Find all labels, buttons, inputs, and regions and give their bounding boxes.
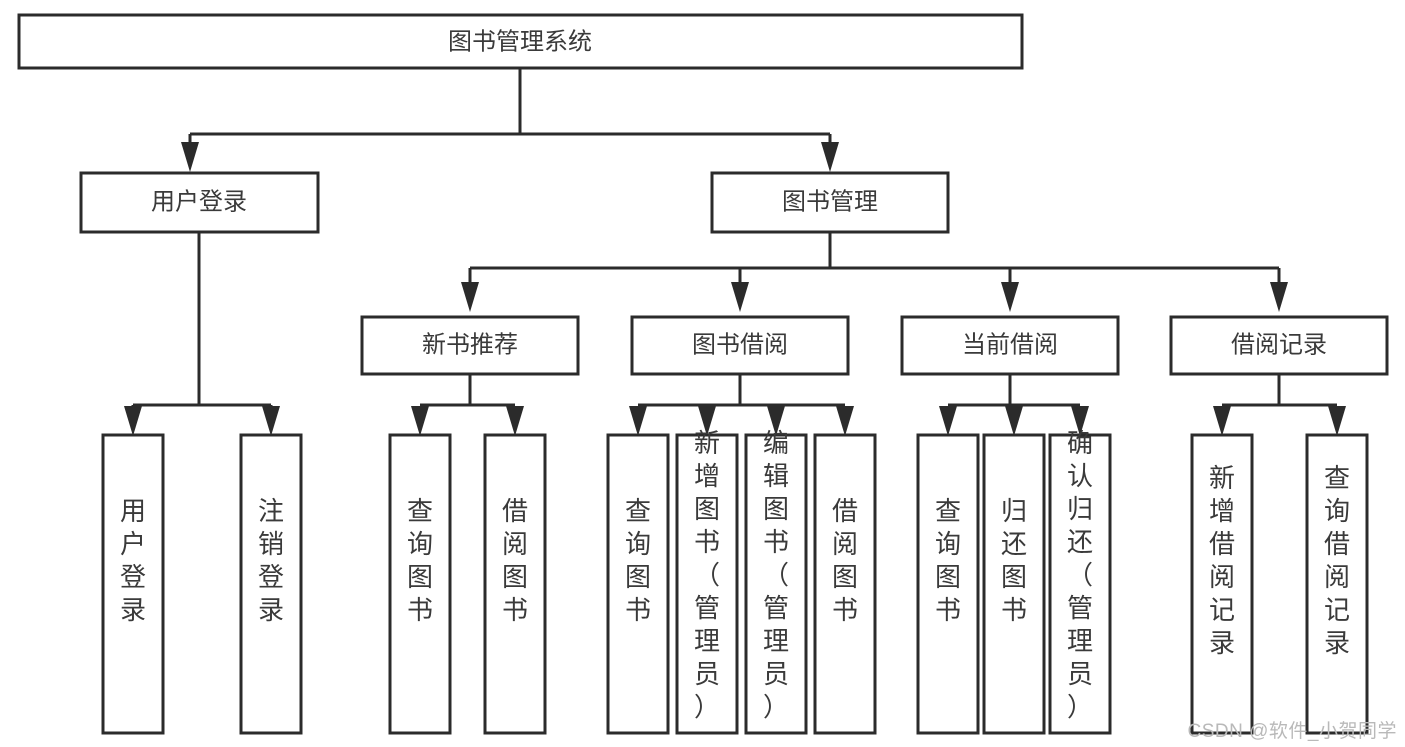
node-leaf-bb-edit-book-box[interactable] (744, 433, 808, 735)
node-leaf-user-login-label: 用户登录 (120, 496, 146, 625)
arrow-bm-to-new-book (461, 282, 479, 312)
node-leaf-cb-confirm-return-label: 确认归还（管理员） (1067, 428, 1093, 722)
node-borrow-record-box[interactable] (1169, 315, 1389, 376)
node-leaf-rec-borrow-book[interactable]: 借阅图书 (483, 433, 547, 735)
connector-group-book-manage (461, 232, 1288, 312)
connector-group-user-login (124, 232, 280, 436)
node-borrow-record[interactable]: 借阅记录 (1169, 315, 1389, 376)
node-leaf-bb-add-book[interactable]: 新增图书（管理员） (675, 428, 739, 735)
node-current-borrow-box[interactable] (900, 315, 1120, 376)
node-leaf-bb-add-book-label: 新增图书（管理员） (694, 428, 720, 722)
arrow-ul-to-leaf-1 (124, 406, 142, 436)
node-root[interactable]: 图书管理系统 (17, 13, 1024, 70)
node-leaf-cb-query-book[interactable]: 查询图书 (916, 433, 980, 735)
node-leaf-logout-box[interactable] (239, 433, 303, 735)
connector-group-book-borrow (629, 374, 854, 436)
node-book-manage[interactable]: 图书管理 (710, 171, 950, 234)
arrow-bb-to-leaf-4 (836, 406, 854, 436)
node-leaf-user-login[interactable]: 用户登录 (101, 433, 165, 735)
node-leaf-rec-borrow-book-label: 借阅图书 (502, 496, 528, 625)
node-root-box[interactable] (17, 13, 1024, 70)
node-leaf-cb-return-book-box[interactable] (982, 433, 1046, 735)
arrow-bm-to-borrow-record (1270, 282, 1288, 312)
node-leaf-bb-add-book-box[interactable] (675, 433, 739, 735)
arrow-nb-to-leaf-2 (506, 406, 524, 436)
node-leaf-bb-query-book[interactable]: 查询图书 (606, 433, 670, 735)
node-leaf-br-query-record-label: 查询借阅记录 (1324, 463, 1350, 658)
node-book-borrow-label: 图书借阅 (692, 331, 788, 358)
node-root-label: 图书管理系统 (448, 28, 592, 55)
arrow-ul-to-leaf-2 (262, 406, 280, 436)
node-user-login-label: 用户登录 (151, 188, 247, 215)
arrow-root-to-user-login (181, 142, 199, 172)
node-book-manage-box[interactable] (710, 171, 950, 234)
node-leaf-bb-edit-book-label: 编辑图书（管理员） (763, 428, 789, 722)
node-leaf-cb-return-book[interactable]: 归还图书 (982, 433, 1046, 735)
node-leaf-rec-query-book[interactable]: 查询图书 (388, 433, 452, 735)
arrow-bm-to-book-borrow (731, 282, 749, 312)
arrow-br-to-leaf-1 (1213, 406, 1231, 436)
node-leaf-cb-confirm-return-box[interactable] (1048, 433, 1112, 735)
node-new-book-rec-label: 新书推荐 (422, 331, 518, 358)
node-leaf-bb-borrow-book-label: 借阅图书 (832, 496, 858, 625)
connector-group-current-borrow (939, 374, 1089, 436)
arrow-bb-to-leaf-1 (629, 406, 647, 436)
connector-group-new-book-rec (411, 374, 524, 436)
node-leaf-br-add-record[interactable]: 新增借阅记录 (1190, 433, 1254, 735)
node-user-login-box[interactable] (79, 171, 320, 234)
node-leaf-rec-query-book-box[interactable] (388, 433, 452, 735)
node-leaf-user-login-box[interactable] (101, 433, 165, 735)
node-leaf-cb-query-book-box[interactable] (916, 433, 980, 735)
node-leaf-logout[interactable]: 注销登录 (239, 433, 303, 735)
node-new-book-rec[interactable]: 新书推荐 (360, 315, 580, 376)
node-leaf-rec-query-book-label: 查询图书 (407, 496, 433, 625)
node-leaf-bb-edit-book[interactable]: 编辑图书（管理员） (744, 428, 808, 735)
node-leaf-bb-borrow-book-box[interactable] (813, 433, 877, 735)
node-leaf-bb-query-book-label: 查询图书 (625, 496, 651, 625)
node-leaf-br-add-record-box[interactable] (1190, 433, 1254, 735)
node-leaf-cb-confirm-return[interactable]: 确认归还（管理员） (1048, 428, 1112, 735)
arrow-cb-to-leaf-2 (1005, 406, 1023, 436)
node-leaf-br-query-record[interactable]: 查询借阅记录 (1305, 433, 1369, 735)
node-leaf-rec-borrow-book-box[interactable] (483, 433, 547, 735)
node-book-manage-label: 图书管理 (782, 188, 878, 215)
connector-group-borrow-record (1213, 374, 1346, 436)
node-leaf-br-add-record-label: 新增借阅记录 (1209, 463, 1235, 658)
arrow-bm-to-current-borrow (1001, 282, 1019, 312)
node-book-borrow-box[interactable] (630, 315, 850, 376)
node-book-borrow[interactable]: 图书借阅 (630, 315, 850, 376)
arrow-nb-to-leaf-1 (411, 406, 429, 436)
node-current-borrow[interactable]: 当前借阅 (900, 315, 1120, 376)
node-leaf-bb-borrow-book[interactable]: 借阅图书 (813, 433, 877, 735)
node-user-login[interactable]: 用户登录 (79, 171, 320, 234)
node-leaf-cb-query-book-label: 查询图书 (935, 496, 961, 625)
connector-group-root (181, 68, 839, 172)
arrow-cb-to-leaf-1 (939, 406, 957, 436)
node-leaf-br-query-record-box[interactable] (1305, 433, 1369, 735)
arrow-br-to-leaf-2 (1328, 406, 1346, 436)
node-borrow-record-label: 借阅记录 (1231, 331, 1327, 358)
node-leaf-cb-return-book-label: 归还图书 (1001, 496, 1027, 625)
node-current-borrow-label: 当前借阅 (962, 331, 1058, 358)
node-new-book-rec-box[interactable] (360, 315, 580, 376)
arrow-root-to-book-manage (821, 142, 839, 172)
node-leaf-logout-label: 注销登录 (258, 496, 284, 625)
node-leaf-bb-query-book-box[interactable] (606, 433, 670, 735)
